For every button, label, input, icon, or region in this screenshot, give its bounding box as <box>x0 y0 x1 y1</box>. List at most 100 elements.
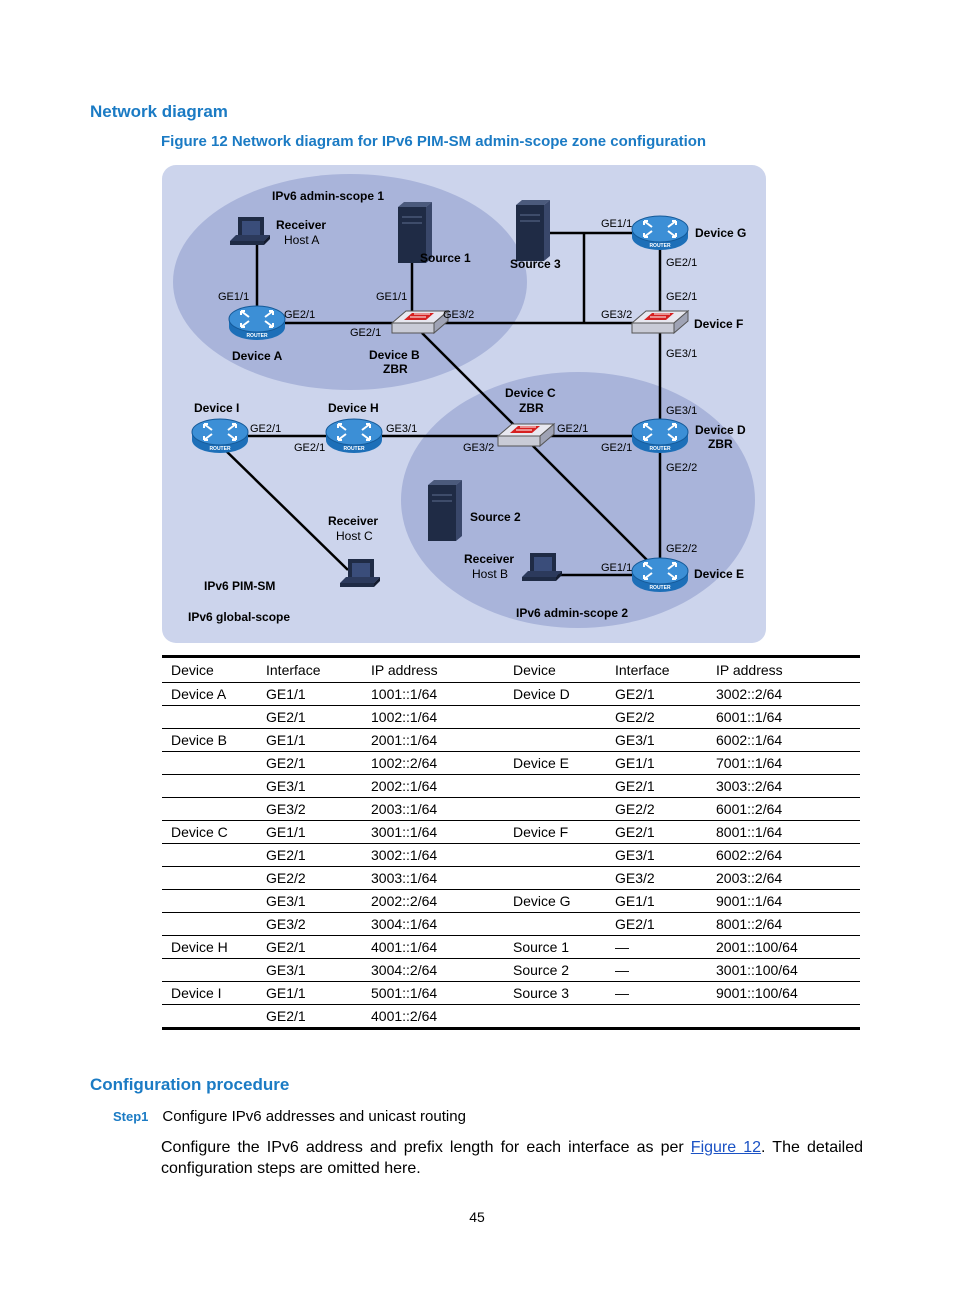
port-f-ge21: GE2/1 <box>666 291 697 303</box>
port-h-ge31: GE3/1 <box>386 423 417 435</box>
receiver-c-label: Receiver <box>328 514 378 528</box>
paragraph-text-after: . The detailed configuration steps are o… <box>161 1139 863 1177</box>
figure-12-link[interactable]: Figure 12 <box>690 1139 762 1156</box>
cell-device <box>504 866 606 890</box>
cell-device <box>162 705 257 729</box>
header-interface: Interface <box>606 655 707 683</box>
port-e-ge11: GE1/1 <box>601 562 632 574</box>
port-f-ge32: GE3/2 <box>601 309 632 321</box>
cell-interface: GE2/1 <box>606 774 707 798</box>
device-e-label: Device E <box>694 567 744 581</box>
cell-device <box>162 912 257 936</box>
device-f-label: Device F <box>694 317 743 331</box>
device-h-label: Device H <box>328 401 379 415</box>
cell-ip-address: 2001::1/64 <box>362 728 504 752</box>
cell-ip-address: 3002::2/64 <box>707 682 860 706</box>
cell-ip-address: 2003::1/64 <box>362 797 504 821</box>
network-diagram: ROUTER <box>162 165 766 643</box>
cell-interface: GE2/1 <box>606 682 707 706</box>
cell-device: Source 2 <box>504 958 606 982</box>
cell-device: Device G <box>504 889 606 913</box>
device-d-label: Device D <box>695 423 746 437</box>
port-b-ge32: GE3/2 <box>443 309 474 321</box>
receiver-a-label: Receiver <box>276 218 326 232</box>
device-a-label: Device A <box>232 349 283 363</box>
cell-device: Device B <box>162 728 257 752</box>
device-b-role: ZBR <box>383 362 408 376</box>
device-c-label: Device C <box>505 386 556 400</box>
cell-ip-address: 6002::1/64 <box>707 728 860 752</box>
cell-ip-address: 8001::1/64 <box>707 820 860 844</box>
port-h-ge21: GE2/1 <box>294 442 325 454</box>
cell-interface: GE1/1 <box>257 981 362 1005</box>
header-device: Device <box>504 655 606 683</box>
cell-interface: GE1/1 <box>257 682 362 706</box>
cell-device <box>504 843 606 867</box>
table-header-row: Device Interface IP address Device Inter… <box>162 655 860 683</box>
cell-interface: GE3/1 <box>257 774 362 798</box>
cell-interface: — <box>606 958 707 982</box>
cell-interface: GE2/2 <box>606 705 707 729</box>
device-d-router-icon <box>631 418 689 454</box>
admin-scope-1-zone <box>173 174 527 390</box>
cell-device <box>162 751 257 775</box>
pim-sm-label: IPv6 PIM-SM <box>204 579 275 593</box>
device-d-role: ZBR <box>708 437 733 451</box>
source-3-label: Source 3 <box>510 257 561 271</box>
cell-device: Source 1 <box>504 935 606 959</box>
port-a-ge11: GE1/1 <box>218 291 249 303</box>
port-f-ge31: GE3/1 <box>666 348 697 360</box>
cell-ip-address: 5001::1/64 <box>362 981 504 1005</box>
cell-interface: GE2/1 <box>257 1004 362 1030</box>
instruction-paragraph: Configure the IPv6 address and prefix le… <box>161 1137 863 1179</box>
cell-ip-address: 2003::2/64 <box>707 866 860 890</box>
cell-interface: GE2/1 <box>257 751 362 775</box>
configuration-procedure-heading: Configuration procedure <box>90 1075 290 1094</box>
admin-scope-2-label: IPv6 admin-scope 2 <box>516 606 628 620</box>
cell-interface: GE2/2 <box>257 866 362 890</box>
paragraph-text-before: Configure the IPv6 address and prefix le… <box>161 1139 691 1156</box>
source-1-label: Source 1 <box>420 251 471 265</box>
cell-device: Device A <box>162 682 257 706</box>
cell-interface: GE1/1 <box>606 889 707 913</box>
cell-device: Device H <box>162 935 257 959</box>
port-c-ge32: GE3/2 <box>463 442 494 454</box>
cell-ip-address: 3003::1/64 <box>362 866 504 890</box>
port-d-ge22: GE2/2 <box>666 462 697 474</box>
device-h-router-icon <box>325 418 383 454</box>
cell-device <box>162 958 257 982</box>
port-c-ge21: GE2/1 <box>557 423 588 435</box>
header-ip-address: IP address <box>707 655 860 683</box>
cell-ip-address <box>707 1004 860 1030</box>
ip-address-table: Device Interface IP address Device Inter… <box>162 655 860 1030</box>
device-g-router-icon <box>631 215 689 251</box>
cell-device <box>162 843 257 867</box>
cell-ip-address: 7001::1/64 <box>707 751 860 775</box>
cell-ip-address: 8001::2/64 <box>707 912 860 936</box>
cell-device: Source 3 <box>504 981 606 1005</box>
step-tag: Step1 <box>113 1109 149 1124</box>
cell-device: Device C <box>162 820 257 844</box>
cell-device <box>162 797 257 821</box>
cell-interface: GE3/2 <box>606 866 707 890</box>
cell-interface: GE1/1 <box>257 728 362 752</box>
cell-interface: GE2/1 <box>257 843 362 867</box>
cell-interface: — <box>606 981 707 1005</box>
cell-ip-address: 9001::1/64 <box>707 889 860 913</box>
cell-device <box>504 705 606 729</box>
cell-interface: GE3/1 <box>606 728 707 752</box>
cell-interface: GE1/1 <box>606 751 707 775</box>
cell-device <box>162 866 257 890</box>
device-i-router-icon <box>191 418 249 454</box>
